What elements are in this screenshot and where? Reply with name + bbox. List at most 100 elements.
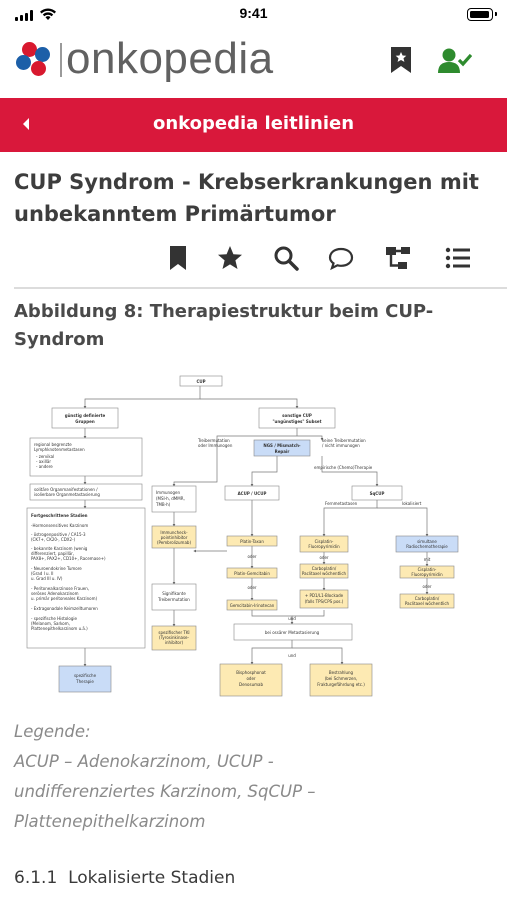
user-check-icon[interactable]: [438, 48, 472, 74]
flow-advanced: (CK7+, CK20-, CDX2-): [31, 537, 76, 542]
flow-advanced: - spezifische Histologie: [31, 616, 78, 621]
legend-line: Plattenepithelkarzinom: [14, 812, 206, 831]
flow-specific-therapy: spezifische: [74, 673, 97, 678]
flow-root: CUP: [196, 379, 205, 384]
flow-carbo-pac: Paclitaxel wöchentlich: [302, 571, 347, 576]
flow-platin-gem: Platin-Gemcitabin: [234, 571, 270, 576]
flow-specific-therapy: Therapie: [75, 679, 94, 684]
flow-simultan: Radiochemotherapie: [406, 544, 448, 549]
chevron-left-icon[interactable]: [19, 114, 33, 134]
flow-driver-no: / nicht immunogen: [322, 443, 360, 448]
flow-left-list: isolierbare Organmetastasierung: [34, 492, 100, 497]
flow-left-list: - axillär: [36, 459, 51, 464]
flow-advanced: (Grad I u. II: [31, 571, 53, 576]
flow-carbo-pac: Carboplatin/: [312, 566, 337, 571]
flow-mit: mit: [424, 557, 431, 562]
flow-left-group-2: Gruppen: [75, 419, 95, 424]
figure-legend: Legende: ACUP – Adenokarzinom, UCUP - un…: [14, 717, 484, 837]
flow-left-list: solitäre Organmanifestationen /: [34, 487, 98, 492]
flow-advanced: differenziert, papillär,: [31, 551, 74, 556]
battery-icon: [467, 8, 497, 21]
flow-checkpoint: pointinhibitor: [161, 535, 188, 540]
flow-bestrahlung: (bei Schmerzen,: [325, 676, 358, 681]
flow-left-list: regional begrenzte: [34, 442, 72, 447]
flow-left-group-1: günstig definierte: [65, 413, 106, 418]
flow-bisphos: Bisphosphonat: [236, 670, 266, 675]
star-icon[interactable]: [216, 244, 244, 272]
flow-oder: oder: [422, 584, 431, 589]
divider: [14, 287, 507, 289]
flow-advanced: - Peritonealkarzinose Frauen,: [31, 586, 89, 591]
flow-pd1: (falls TPS/CPS pos.): [305, 599, 344, 604]
document-title: CUP Syndrom - Krebserkrankungen mit unbe…: [14, 170, 479, 226]
flow-advanced: (Melanom, Sarkom,: [31, 621, 70, 626]
flow-advanced: - östrogenpositive / CA15-3: [31, 532, 86, 537]
flow-und: und: [288, 653, 296, 658]
flow-cis-fluoro: Fluoropyrimidin: [308, 544, 340, 549]
flow-platin-taxan: Platin-Taxan: [240, 539, 264, 544]
section-title: Lokalisierte Stadien: [68, 868, 236, 888]
flow-carbo-pac2: Paclitaxel wöchentlich: [405, 601, 450, 606]
flow-lokal: lokalisiert: [402, 501, 422, 506]
flow-advanced: -Hormonsensitives Karzinom: [31, 523, 88, 528]
search-icon[interactable]: [272, 244, 300, 272]
nav-title: onkopedia leitlinien: [152, 113, 355, 134]
flow-simultan: simultane: [417, 539, 437, 544]
flow-driver-yes: oder Immunogen: [198, 443, 233, 448]
flow-oder: oder: [247, 554, 256, 559]
comment-icon[interactable]: [327, 244, 355, 272]
flow-oder: oder: [247, 585, 256, 590]
flow-ossar: bei ossärer Metastasierung: [265, 630, 320, 635]
signal-icon: [15, 10, 37, 21]
flow-bestrahlung: Frakturgefährdung etc.): [317, 682, 365, 687]
flow-oder: oder: [319, 555, 328, 560]
document-toolbar: [0, 238, 507, 278]
therapy-flowchart[interactable]: CUP günstig definierte Gruppen regional …: [22, 372, 470, 700]
app-header: onkopedia: [0, 30, 507, 98]
flow-immunogen: TMB-h): [155, 502, 171, 507]
flow-und: und: [288, 616, 296, 621]
logo-icon[interactable]: [16, 42, 56, 78]
flow-tki: (Tyrosinkinase-: [159, 635, 189, 640]
flow-left-list: - zervikal: [36, 454, 54, 459]
flow-ngs: NGS / Mismatch-: [263, 443, 300, 448]
flow-gem-irino: Gemcitabin-Irinotecan: [230, 603, 275, 608]
flow-checkpoint: (Pembrolizumab): [157, 540, 191, 545]
flow-sqcup: SqCUP: [370, 491, 385, 496]
bookmark-icon[interactable]: [390, 46, 412, 74]
flow-advanced: - bekannte Karzinom (wenig: [31, 546, 88, 551]
flow-driver-no: keine Treibermutation: [322, 438, 366, 443]
flow-checkpoint: Immuncheck-: [160, 530, 188, 535]
flow-left-list: - andere: [36, 464, 53, 469]
flow-acup: ACUP / UCUP: [238, 491, 267, 496]
flow-tki: inhibitor): [165, 640, 184, 645]
flow-ngs: Repair: [275, 449, 290, 454]
legend-line: ACUP – Adenokarzinom, UCUP -: [14, 752, 274, 771]
flow-advanced: seröses Adenokarzinom: [31, 591, 79, 596]
flow-advanced: PAX8+, PAX2+, CD10+, Racemase+): [31, 556, 106, 561]
legend-line: undifferenziertes Karzinom, SqCUP –: [14, 782, 316, 801]
flow-empirical: empirische (Chemo)Therapie: [314, 465, 373, 470]
legend-line: Legende:: [14, 722, 91, 741]
nav-bar: onkopedia leitlinien: [0, 98, 507, 152]
flow-bestrahlung: Bestrahlung: [329, 670, 354, 675]
section-number: 6.1.1: [14, 868, 58, 888]
flow-advanced: Fortgeschrittene Stadien: [31, 513, 88, 518]
bookmark-icon[interactable]: [164, 244, 192, 272]
flow-immunogen: Immunogen: [156, 490, 180, 495]
flow-right-group: "ungünstiges" Subset: [272, 419, 321, 424]
wifi-icon: [40, 8, 56, 20]
flow-tki: spezifischer TKI: [158, 630, 189, 635]
section-heading[interactable]: 6.1.1 Lokalisierte Stadien: [14, 868, 235, 888]
flow-bisphos: Denosumab: [239, 682, 263, 687]
flow-advanced: - Extragonadale Keimzelltumoren: [31, 606, 98, 611]
flow-fern: Fernmetastasen: [325, 501, 358, 506]
flow-advanced: u. primär peritoneales Karzinom): [31, 596, 98, 601]
sitemap-icon[interactable]: [384, 244, 412, 272]
flow-signif-driver: Signifikante: [162, 591, 186, 596]
logo-text[interactable]: onkopedia: [66, 34, 274, 83]
flow-cis-fluoro2: Cisplatin-: [418, 567, 437, 572]
flow-left-list: Lymphknotenmetastasen: [34, 447, 85, 452]
list-icon[interactable]: [444, 244, 472, 272]
flow-pd1: + PD1/L1-Blockade: [305, 593, 344, 598]
